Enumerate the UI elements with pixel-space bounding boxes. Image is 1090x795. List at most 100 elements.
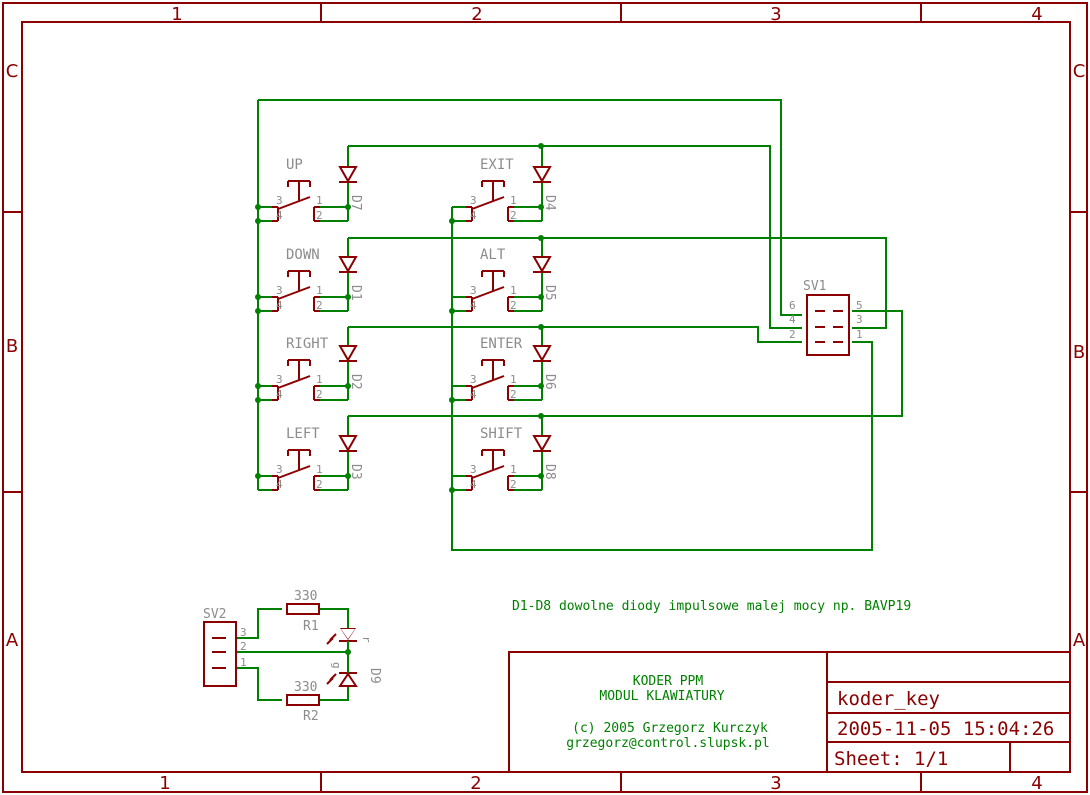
switch-pin-label: 3 bbox=[276, 284, 283, 297]
key-label: ALT bbox=[480, 247, 506, 263]
diode-ref: D6 bbox=[542, 374, 557, 390]
key-right: 3 1 4 2 RIGHT D2 bbox=[258, 327, 363, 401]
frame-col-top-2: 2 bbox=[471, 4, 482, 25]
sv2-pin-1: 1 bbox=[240, 656, 247, 669]
diode-ref: D1 bbox=[348, 285, 363, 301]
switch-pin-label: 3 bbox=[276, 194, 283, 207]
switch-pin-label: 3 bbox=[470, 373, 477, 386]
frame-row-left-b: B bbox=[6, 336, 18, 357]
switch-pin-label: 2 bbox=[316, 388, 323, 401]
key-label: ENTER bbox=[480, 336, 523, 352]
switch-pin-label: 2 bbox=[316, 478, 323, 491]
switch-pin-label: 3 bbox=[470, 463, 477, 476]
key-label: DOWN bbox=[286, 247, 320, 263]
key-exit: 3 1 4 2 EXIT D4 bbox=[452, 146, 557, 222]
title-line-1: KODER PPM bbox=[633, 674, 704, 689]
resistor-r2: 330 R2 bbox=[286, 680, 320, 724]
r1-ref: R1 bbox=[303, 619, 319, 634]
diode-ref: D2 bbox=[348, 374, 363, 390]
switch-pin-label: 1 bbox=[510, 284, 517, 297]
key-label: UP bbox=[286, 157, 303, 173]
switch-pin-label: 1 bbox=[316, 284, 323, 297]
switch-pin-label: 2 bbox=[510, 299, 517, 312]
drawing-date: 2005-11-05 15:04:26 bbox=[837, 718, 1054, 740]
sheet-value: 1/1 bbox=[914, 748, 948, 770]
frame-row-left-a: A bbox=[6, 630, 19, 651]
r2-value: 330 bbox=[294, 680, 317, 695]
wires bbox=[236, 99, 903, 701]
led-pin-r: r bbox=[360, 636, 373, 643]
led-pin-g: g bbox=[330, 662, 343, 669]
title-line-2: MODUL KLAWIATURY bbox=[599, 689, 724, 704]
switch-pin-label: 4 bbox=[276, 478, 283, 491]
sheet-label: Sheet: bbox=[834, 748, 903, 770]
switch-pin-label: 4 bbox=[470, 388, 477, 401]
key-label: LEFT bbox=[286, 426, 320, 442]
sv1-pin-2: 2 bbox=[789, 328, 796, 341]
frame-col-bottom-4: 4 bbox=[1031, 773, 1042, 794]
connector-sv2: SV2 3 2 1 bbox=[203, 607, 247, 687]
switch-pin-label: 4 bbox=[276, 388, 283, 401]
diode-ref: D5 bbox=[542, 285, 557, 301]
switch-pin-label: 2 bbox=[510, 388, 517, 401]
switch-pin-label: 3 bbox=[470, 194, 477, 207]
drawing-name: koder_key bbox=[837, 688, 940, 710]
connector-sv1: SV1 6 4 2 5 3 1 bbox=[789, 279, 863, 356]
sv1-pin-6: 6 bbox=[789, 299, 796, 312]
frame-row-right-b: B bbox=[1073, 342, 1085, 363]
led-d9: r g D9 bbox=[326, 628, 382, 687]
switch-pin-label: 2 bbox=[316, 209, 323, 222]
key-enter: 3 1 4 2 ENTER D6 bbox=[452, 327, 557, 401]
key-label: SHIFT bbox=[480, 426, 523, 442]
title-line-4: grzegorz@control.slupsk.pl bbox=[566, 736, 770, 751]
led-ref: D9 bbox=[367, 668, 382, 684]
switch-pin-label: 1 bbox=[510, 463, 517, 476]
switch-pin-label: 2 bbox=[510, 209, 517, 222]
switch-pin-label: 4 bbox=[470, 209, 477, 222]
frame-col-bottom-3: 3 bbox=[770, 773, 781, 794]
resistor-r1: 330 R1 bbox=[286, 589, 320, 634]
switch-pin-label: 1 bbox=[316, 373, 323, 386]
title-line-3: (c) 2005 Grzegorz Kurczyk bbox=[572, 721, 768, 736]
sv1-pin-4: 4 bbox=[789, 313, 796, 326]
sv2-name: SV2 bbox=[203, 607, 226, 622]
frame-col-bottom-2: 2 bbox=[470, 773, 481, 794]
frame-col-top-3: 3 bbox=[770, 4, 781, 25]
sv1-pin-3: 3 bbox=[856, 313, 863, 326]
sv1-pin-5: 5 bbox=[856, 299, 863, 312]
switch-pin-label: 2 bbox=[316, 299, 323, 312]
key-label: RIGHT bbox=[286, 336, 329, 352]
diode-ref: D7 bbox=[348, 195, 363, 211]
junction-dots bbox=[255, 143, 544, 655]
frame-col-top-4: 4 bbox=[1031, 4, 1042, 25]
r2-ref: R2 bbox=[303, 709, 319, 724]
switch-pin-label: 3 bbox=[470, 284, 477, 297]
switch-pin-label: 1 bbox=[510, 194, 517, 207]
diode-ref: D4 bbox=[542, 195, 557, 211]
key-label: EXIT bbox=[480, 157, 514, 173]
switch-pin-label: 1 bbox=[316, 194, 323, 207]
switch-pin-label: 1 bbox=[510, 373, 517, 386]
switch-pin-label: 1 bbox=[316, 463, 323, 476]
frame-row-right-c: C bbox=[1073, 61, 1086, 82]
sv1-pin-1: 1 bbox=[856, 328, 863, 341]
switch-pin-label: 4 bbox=[276, 299, 283, 312]
diode-ref: D8 bbox=[542, 464, 557, 480]
frame-row-right-a: A bbox=[1073, 630, 1086, 651]
sv2-pin-2: 2 bbox=[240, 640, 247, 653]
key-down: 3 1 4 2 DOWN D1 bbox=[258, 238, 363, 312]
sv2-pin-3: 3 bbox=[240, 626, 247, 639]
switch-pin-label: 2 bbox=[510, 478, 517, 491]
title-block: KODER PPM MODUL KLAWIATURY (c) 2005 Grze… bbox=[508, 651, 1071, 773]
frame-row-left-c: C bbox=[6, 61, 19, 82]
diode-ref: D3 bbox=[348, 464, 363, 480]
sv1-name: SV1 bbox=[803, 279, 826, 294]
switch-pin-label: 3 bbox=[276, 373, 283, 386]
